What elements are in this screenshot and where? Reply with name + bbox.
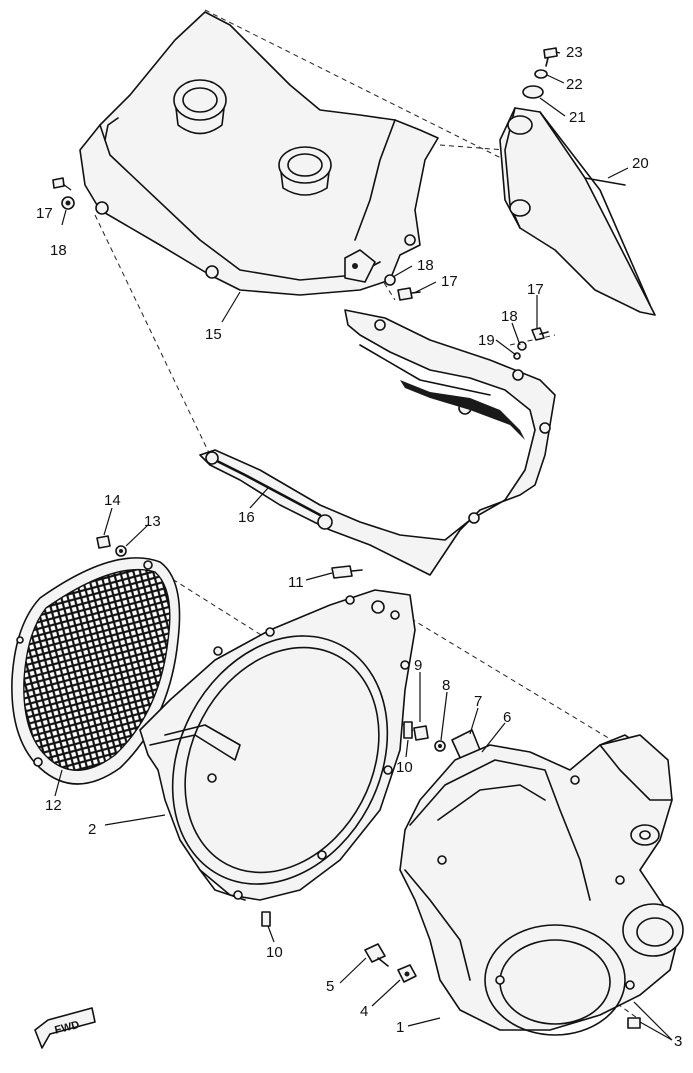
mesh-screen-12 [11, 557, 181, 785]
callout-4: 4 [360, 1003, 368, 1020]
dowel-pin-10-upper [403, 721, 413, 739]
callout-3: 3 [674, 1033, 682, 1050]
callout-18-middle: 18 [417, 257, 434, 274]
callout-2: 2 [88, 821, 96, 838]
callout-17-left: 17 [36, 205, 53, 222]
callout-23: 23 [566, 44, 583, 61]
side-panel-20 [499, 107, 656, 316]
callout-5: 5 [326, 978, 334, 995]
bolt-washer-17-18-19-right [513, 327, 549, 360]
callout-15: 15 [205, 326, 222, 343]
callout-16: 16 [238, 509, 255, 526]
callout-18-right: 18 [501, 308, 518, 325]
upper-belt-cover-15 [79, 11, 439, 296]
callout-18-left: 18 [50, 242, 67, 259]
fastener-stack-21-23 [522, 47, 558, 99]
hardware-3-5 [364, 943, 641, 1029]
callout-19: 19 [478, 332, 495, 349]
callout-13: 13 [144, 513, 161, 530]
callout-21: 21 [569, 109, 586, 126]
callout-10-lower: 10 [266, 944, 283, 961]
forward-direction-arrow: FWD [34, 1007, 96, 1049]
callout-1: 1 [396, 1019, 404, 1036]
bolt-washer-13-14 [96, 535, 127, 557]
callout-9: 9 [414, 657, 422, 674]
callout-12: 12 [45, 797, 62, 814]
crankcase-cover-1 [399, 734, 684, 1036]
callout-10-upper: 10 [396, 759, 413, 776]
callout-17-right: 17 [527, 281, 544, 298]
callout-17-middle: 17 [441, 273, 458, 290]
callout-labels: 23 22 21 20 17 18 15 18 17 17 18 19 16 1… [36, 44, 682, 1050]
callout-7: 7 [474, 693, 482, 710]
callout-8: 8 [442, 677, 450, 694]
bolt-washer-17-18-left [52, 177, 75, 210]
callout-6: 6 [503, 709, 511, 726]
bolt-11 [331, 565, 363, 579]
callout-22: 22 [566, 76, 583, 93]
callout-20: 20 [632, 155, 649, 172]
bolt-washer-17-18-middle [384, 274, 421, 301]
callout-14: 14 [104, 492, 121, 509]
forward-label: FWD [54, 1019, 81, 1037]
dowel-pin-10-lower [261, 911, 271, 927]
callout-11: 11 [288, 574, 304, 591]
lower-belt-cover-16 [199, 309, 556, 576]
leader-lines [54, 51, 673, 1041]
fan-shroud-2 [139, 589, 416, 901]
